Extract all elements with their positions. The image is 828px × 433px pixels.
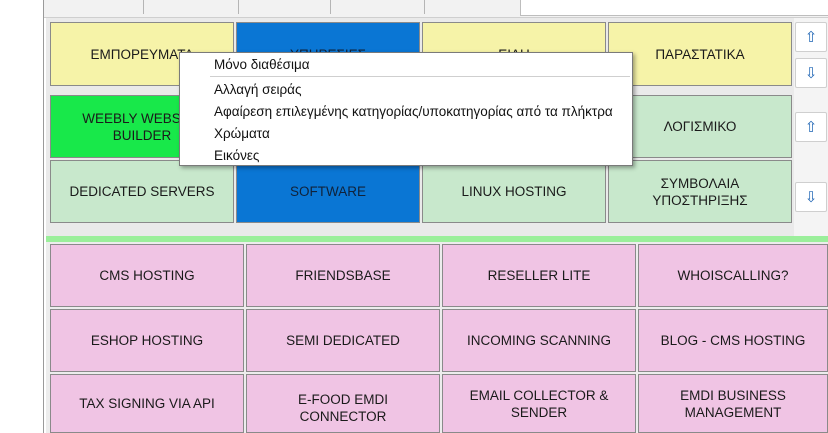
- category-tile[interactable]: LINUX HOSTING: [422, 160, 606, 223]
- tile-label: SOFTWARE: [290, 184, 366, 199]
- arrow-down-icon: ⇩: [804, 65, 818, 82]
- menu-item-remove-category[interactable]: Αφαίρεση επιλεγμένης κατηγορίας/υποκατηγ…: [214, 104, 613, 119]
- arrow-up-icon: ⇧: [804, 119, 818, 136]
- tile-label: DEDICATED SERVERS: [69, 184, 215, 199]
- section-divider: [46, 236, 828, 242]
- menu-item-images[interactable]: Εικόνες: [214, 148, 260, 163]
- tile-label: SEMI DEDICATED: [286, 333, 400, 348]
- top-divider: [330, 0, 331, 14]
- product-tile[interactable]: SEMI DEDICATED: [246, 309, 440, 372]
- product-tile[interactable]: CMS HOSTING: [50, 244, 244, 307]
- top-input-field[interactable]: [520, 0, 828, 16]
- tile-label: ΣΥΜΒΟΛΑΙΑ ΥΠΟΣΤΗΡΙΞΗΣ: [652, 175, 748, 208]
- tile-label: BLOG - CMS HOSTING: [660, 333, 806, 348]
- product-tile[interactable]: INCOMING SCANNING: [442, 309, 636, 372]
- left-margin: [0, 0, 44, 433]
- category-tile[interactable]: DEDICATED SERVERS: [50, 160, 234, 223]
- category-tile[interactable]: SOFTWARE: [236, 160, 420, 223]
- scroll-down-button[interactable]: ⇩: [795, 58, 827, 88]
- tile-label: ΛΟΓΙΣΜΙΚΟ: [663, 119, 737, 134]
- scroll-up-button[interactable]: ⇧: [795, 22, 827, 52]
- category-tile[interactable]: ΠΑΡΑΣΤΑΤΙΚΑ: [608, 22, 792, 86]
- product-tile[interactable]: WHOISCALLING?: [638, 244, 828, 307]
- menu-item-colors[interactable]: Χρώματα: [214, 126, 270, 141]
- arrow-down-icon: ⇩: [804, 189, 818, 206]
- scroll-down-button[interactable]: ⇩: [795, 182, 827, 212]
- top-divider: [238, 0, 239, 14]
- tile-label: EMAIL COLLECTOR & SENDER: [469, 387, 609, 420]
- tile-label: TAX SIGNING VIA API: [79, 396, 215, 411]
- product-tile[interactable]: BLOG - CMS HOSTING: [638, 309, 828, 372]
- top-divider: [424, 0, 425, 14]
- tile-label: RESELLER LITE: [487, 268, 591, 283]
- product-tile[interactable]: EMDI BUSINESS MANAGEMENT: [638, 374, 828, 433]
- tile-label: CMS HOSTING: [99, 268, 195, 283]
- tile-label: INCOMING SCANNING: [466, 333, 611, 348]
- tile-label: E-FOOD EMDI CONNECTOR: [298, 392, 388, 424]
- tile-label: ESHOP HOSTING: [90, 333, 204, 348]
- tile-label: FRIENDSBASE: [295, 268, 391, 283]
- tile-label: ΕΜΠΟΡΕΥΜΑΤΑ: [90, 46, 194, 62]
- menu-separator: [210, 76, 630, 77]
- tile-label: LINUX HOSTING: [461, 184, 567, 199]
- top-divider: [143, 0, 144, 14]
- product-tile[interactable]: E-FOOD EMDI CONNECTOR: [246, 374, 440, 433]
- product-tile[interactable]: RESELLER LITE: [442, 244, 636, 307]
- category-tile[interactable]: ΣΥΜΒΟΛΑΙΑ ΥΠΟΣΤΗΡΙΞΗΣ: [608, 160, 792, 223]
- menu-item-change-order[interactable]: Αλλαγή σειράς: [214, 82, 302, 97]
- product-tile[interactable]: EMAIL COLLECTOR & SENDER: [442, 374, 636, 433]
- tile-label: ΠΑΡΑΣΤΑΤΙΚΑ: [655, 46, 745, 62]
- product-tile[interactable]: TAX SIGNING VIA API: [50, 374, 244, 433]
- menu-item-only-available[interactable]: Μόνο διαθέσιμα: [214, 57, 310, 72]
- context-menu: Μόνο διαθέσιμα Αλλαγή σειράς Αφαίρεση επ…: [179, 52, 633, 166]
- tile-label: EMDI BUSINESS MANAGEMENT: [680, 387, 786, 420]
- scroll-up-button[interactable]: ⇧: [795, 112, 827, 142]
- arrow-up-icon: ⇧: [804, 29, 818, 46]
- left-border: [43, 0, 44, 433]
- product-tile[interactable]: FRIENDSBASE: [246, 244, 440, 307]
- tile-label: WEEBLY WEBSITE BUILDER: [82, 110, 202, 143]
- category-tile[interactable]: ΛΟΓΙΣΜΙΚΟ: [608, 95, 792, 158]
- product-tile[interactable]: ESHOP HOSTING: [50, 309, 244, 372]
- tile-label: WHOISCALLING?: [677, 268, 789, 283]
- scroll-arrow-column: ⇧ ⇩ ⇧ ⇩: [794, 18, 828, 236]
